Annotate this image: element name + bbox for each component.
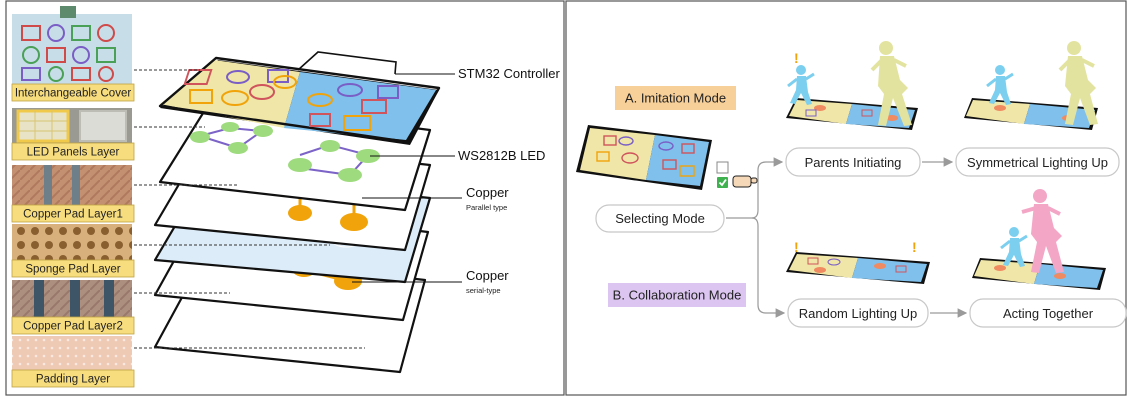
svg-text:Padding Layer: Padding Layer: [36, 374, 110, 386]
photo-copper-pad-1: [12, 165, 132, 205]
alert-icon-left: !: [794, 239, 799, 255]
child-figure-3: [1000, 227, 1028, 267]
scene-random-lighting: ! !: [786, 239, 930, 284]
child-figure: [787, 65, 815, 105]
photo-led-panels: [12, 108, 132, 144]
mode-checkboxes[interactable]: [716, 161, 729, 188]
parent-figure: [870, 41, 912, 126]
svg-text:Interchangeable Cover: Interchangeable Cover: [15, 88, 132, 100]
random-lighting-box: Random Lighting Up: [787, 298, 929, 328]
svg-text:Symmetrical Lighting Up: Symmetrical Lighting Up: [967, 155, 1108, 170]
callouts: STM32 Controller WS2812B LED Copper Para…: [352, 66, 561, 295]
exploded-layer-stack: [153, 51, 441, 374]
flow-connectors: [726, 157, 968, 318]
callout-controller: STM32 Controller: [458, 66, 561, 81]
symmetrical-lighting-box: Symmetrical Lighting Up: [955, 147, 1120, 177]
pointing-hand-icon: [732, 175, 758, 188]
svg-text:Selecting Mode: Selecting Mode: [615, 211, 705, 226]
label-sponge-pad: Sponge Pad Layer: [11, 259, 135, 278]
parent-figure-pink: [1021, 189, 1064, 273]
selection-mat: [576, 125, 712, 190]
svg-text:A. Imitation Mode: A. Imitation Mode: [625, 91, 726, 106]
photo-leader-lines: [134, 69, 365, 349]
parent-figure-2: [1058, 41, 1098, 125]
parents-initiating-box: Parents Initiating: [785, 147, 921, 177]
label-copper-pad-2: Copper Pad Layer2: [11, 316, 135, 335]
callout-copper-2: Copper: [466, 268, 509, 283]
alert-icon: !: [794, 50, 799, 66]
label-led-panels: LED Panels Layer: [11, 142, 135, 161]
callout-copper-1-type: Parallel type: [466, 203, 507, 212]
svg-text:Sponge Pad Layer: Sponge Pad Layer: [25, 264, 120, 276]
svg-text:Copper Pad Layer2: Copper Pad Layer2: [23, 321, 123, 333]
imitation-mode-tag: A. Imitation Mode: [615, 86, 736, 110]
alert-icon-right: !: [912, 239, 917, 255]
photo-column: Interchangeable Cover LED Panels Layer C…: [11, 6, 135, 388]
photo-padding-layer: [12, 336, 132, 370]
photo-sponge-pad: [12, 224, 132, 260]
label-interchangeable-cover: Interchangeable Cover: [11, 83, 135, 102]
photo-copper-pad-2: [12, 280, 132, 318]
callout-led: WS2812B LED: [458, 148, 545, 163]
left-panel-frame: [5, 0, 565, 396]
child-figure-2: [986, 65, 1014, 105]
svg-text:LED Panels Layer: LED Panels Layer: [27, 147, 120, 159]
label-padding-layer: Padding Layer: [11, 369, 135, 388]
controller-box: [297, 51, 397, 75]
label-copper-pad-1: Copper Pad Layer1: [11, 204, 135, 223]
acting-together-box: Acting Together: [969, 298, 1127, 328]
scene-symmetrical-lighting: [964, 41, 1098, 130]
svg-text:Copper Pad Layer1: Copper Pad Layer1: [23, 209, 123, 221]
callout-copper-2-type: serial-type: [466, 286, 501, 295]
layer-cover: [158, 56, 441, 145]
svg-text:Acting Together: Acting Together: [1003, 306, 1094, 321]
svg-text:Parents Initiating: Parents Initiating: [805, 155, 902, 170]
svg-text:Random Lighting Up: Random Lighting Up: [799, 306, 918, 321]
callout-copper-1: Copper: [466, 185, 509, 200]
scene-parents-initiating: !: [786, 41, 918, 130]
svg-text:B. Collaboration Mode: B. Collaboration Mode: [613, 288, 742, 303]
right-panel-frame: [565, 0, 1127, 396]
collaboration-mode-tag: B. Collaboration Mode: [608, 283, 746, 307]
scene-acting-together: [972, 189, 1106, 290]
selecting-mode-box: Selecting Mode: [595, 204, 725, 233]
photo-interchangeable-cover: [12, 6, 132, 86]
